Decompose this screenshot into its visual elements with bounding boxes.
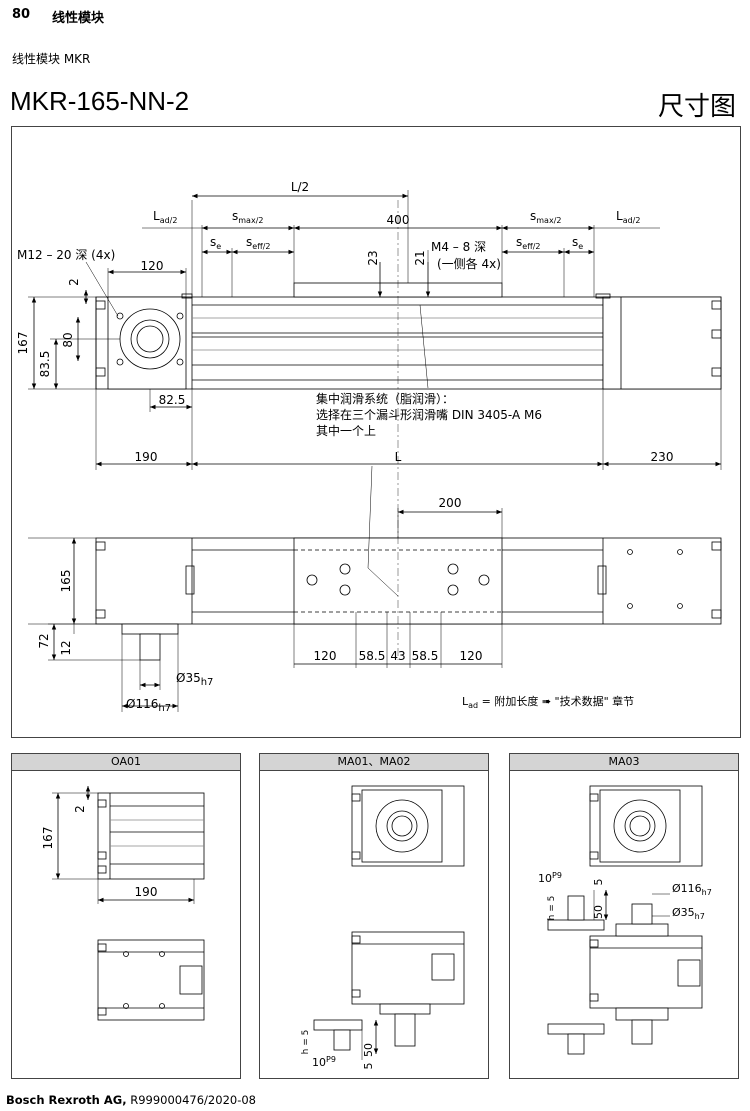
dim-21: 21 bbox=[413, 250, 427, 265]
panel-oa01-title: OA01 bbox=[12, 754, 240, 771]
dim-smax-left: smax/2 bbox=[232, 209, 263, 225]
ma01-h5: h = 5 bbox=[301, 1030, 311, 1055]
panel-ma03: MA03 h = bbox=[509, 753, 739, 1079]
dim-120-top: 120 bbox=[141, 259, 164, 273]
dim-d35: Ø35h7 bbox=[176, 671, 213, 688]
dim-23: 23 bbox=[366, 250, 380, 265]
panel-oa01-drawing: 2 167 190 bbox=[41, 786, 205, 1021]
ma01-dim-50: 50 bbox=[362, 1043, 375, 1057]
section-title: 线性模块 bbox=[52, 11, 105, 26]
oa01-dim-190: 190 bbox=[135, 885, 158, 899]
dim-200: 200 bbox=[439, 496, 462, 510]
dim-190: 190 bbox=[135, 450, 158, 464]
dim-72: 72 bbox=[37, 633, 51, 648]
dim-bottom-2: 43 bbox=[390, 649, 405, 663]
oa01-dim-167: 167 bbox=[41, 827, 55, 850]
dim-82-5: 82.5 bbox=[159, 393, 186, 407]
dim-230: 230 bbox=[651, 450, 674, 464]
dim-lad-right: Lad/2 bbox=[616, 209, 640, 225]
dim-l-half: L/2 bbox=[291, 180, 309, 194]
lube-note-line2: 选择在三个漏斗形润滑嘴 DIN 3405-A M6 bbox=[316, 408, 542, 422]
subtitle: 线性模块 MKR bbox=[12, 52, 91, 66]
dim-se-right: se bbox=[572, 235, 583, 251]
panel-ma03-drawing: h = 5 10P9 5 50 Ø116h7 Ø35h7 bbox=[538, 785, 712, 1055]
dim-bottom-4: 120 bbox=[460, 649, 483, 663]
dim-lad-left: Lad/2 bbox=[153, 209, 177, 225]
dim-d116: Ø116h7 bbox=[126, 697, 171, 714]
model-title: MKR-165-NN-2 bbox=[10, 86, 190, 116]
ma03-dim-5: 5 bbox=[592, 879, 605, 886]
m4-callout-line2: (一侧各 4x) bbox=[437, 256, 501, 271]
panel-ma01: MA01、MA02 h = 5 10P9 5 50 bbox=[259, 753, 489, 1079]
dim-12: 12 bbox=[59, 640, 73, 655]
oa01-dim-2: 2 bbox=[73, 805, 87, 813]
m12-callout: M12 – 20 深 (4x) bbox=[17, 248, 115, 262]
panel-ma01-title: MA01、MA02 bbox=[260, 754, 488, 771]
dim-smax-right: smax/2 bbox=[530, 209, 561, 225]
main-drawing-frame bbox=[11, 126, 741, 738]
dim-bottom-0: 120 bbox=[314, 649, 337, 663]
panel-ma03-title: MA03 bbox=[510, 754, 738, 771]
dim-l: L bbox=[395, 450, 402, 464]
dim-se-left: se bbox=[210, 235, 221, 251]
ma03-h5: h = 5 bbox=[547, 896, 557, 921]
dim-165: 165 bbox=[59, 570, 73, 593]
lad-note: Lad = 附加长度 ➠ "技术数据" 章节 bbox=[462, 694, 634, 710]
dim-167: 167 bbox=[16, 332, 30, 355]
ma01-dim-5: 5 bbox=[362, 1063, 375, 1070]
lube-note-line3: 其中一个上 bbox=[316, 423, 376, 438]
panel-oa01: OA01 bbox=[11, 753, 241, 1079]
dim-400: 400 bbox=[387, 213, 410, 227]
panel-ma01-drawing: h = 5 10P9 5 50 bbox=[301, 785, 465, 1070]
page-number: 80 bbox=[12, 7, 31, 22]
ma03-dim-10: 10P9 bbox=[538, 871, 562, 885]
dimension-drawing-title: 尺寸图 bbox=[657, 92, 736, 122]
dim-83-5: 83.5 bbox=[38, 351, 52, 378]
footer-company: Bosch Rexroth AG, bbox=[6, 1093, 127, 1107]
ma01-dim-10: 10P9 bbox=[312, 1055, 336, 1069]
dim-seff-left: seff/2 bbox=[246, 235, 270, 251]
ma03-dim-50: 50 bbox=[592, 905, 605, 919]
dim-80: 80 bbox=[61, 332, 75, 347]
footer: Bosch Rexroth AG, R999000476/2020-08 bbox=[6, 1093, 256, 1107]
dim-bottom-3: 58.5 bbox=[412, 649, 439, 663]
dim-bottom-1: 58.5 bbox=[359, 649, 386, 663]
m4-callout-line1: M4 – 8 深 bbox=[431, 240, 486, 254]
dim-2: 2 bbox=[67, 278, 81, 286]
dim-seff-right: seff/2 bbox=[516, 235, 540, 251]
footer-doc: R999000476/2020-08 bbox=[126, 1093, 256, 1107]
ma03-dim-d116: Ø116h7 bbox=[672, 882, 712, 897]
lube-note-line1: 集中润滑系统（脂润滑）： bbox=[316, 391, 454, 406]
ma03-dim-d35: Ø35h7 bbox=[672, 906, 705, 921]
